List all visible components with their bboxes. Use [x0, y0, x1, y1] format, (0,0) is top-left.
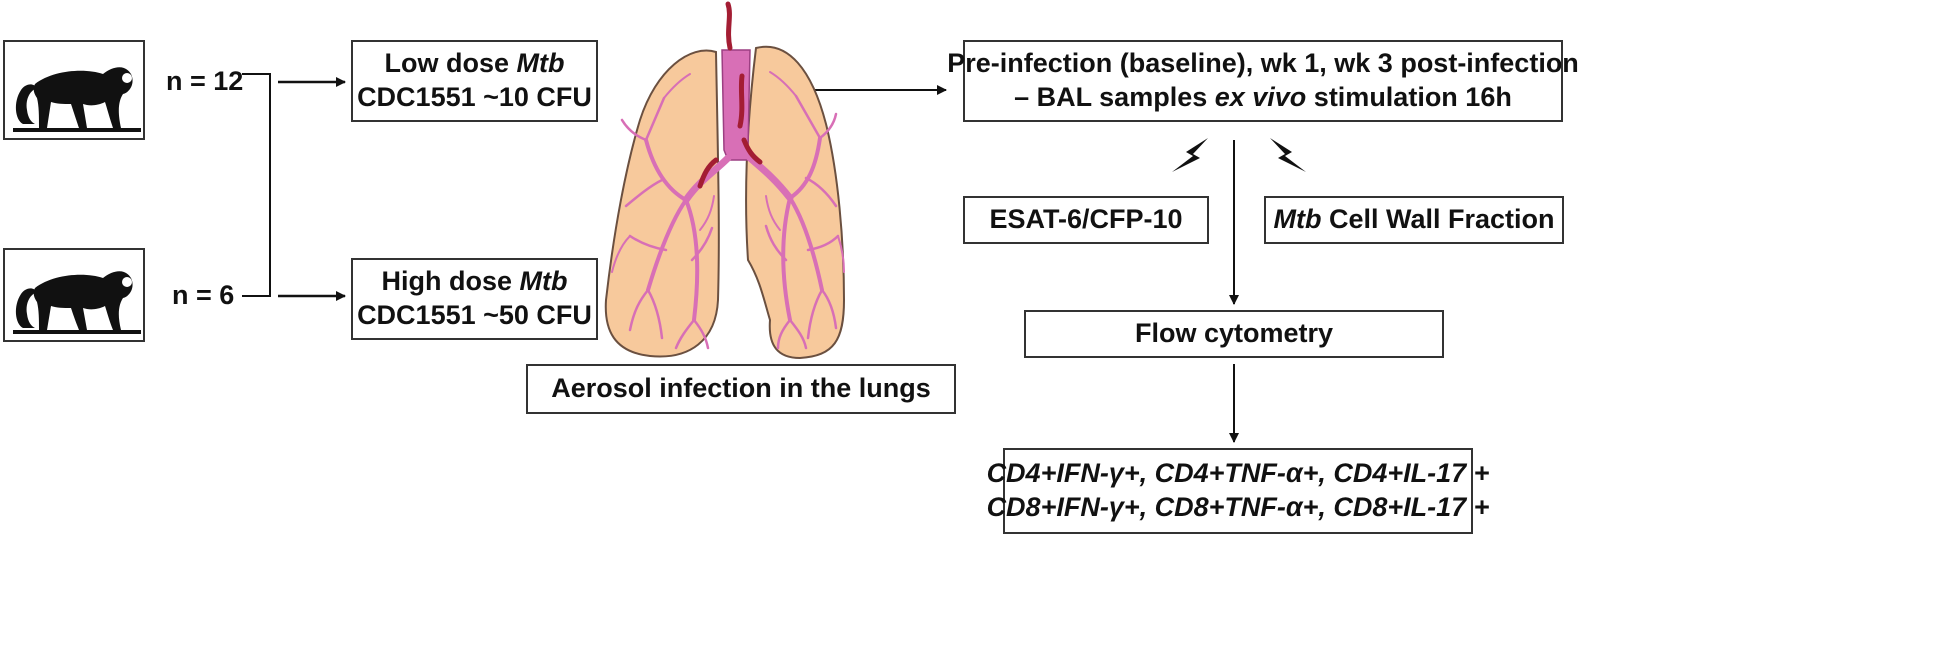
low-dose-group-size: n = 12 — [166, 66, 244, 96]
monkey-panel-low — [3, 40, 145, 140]
flow-cytometry-label: Flow cytometry — [1134, 318, 1334, 349]
high-dose-prefix: High dose — [381, 266, 520, 297]
timepoints-line2-pre: – BAL samples — [1014, 82, 1215, 112]
low-dose-detail: CDC1551 ~10 CFU — [357, 82, 592, 112]
lungs-caption-box: Aerosol infection in the lungs — [526, 364, 956, 414]
timepoints-line2-post: stimulation 16h — [1306, 82, 1512, 112]
lightning-bolt-icon — [1270, 138, 1306, 172]
low-dose-box: Low dose Mtb CDC1551 ~10 CFU — [351, 40, 598, 122]
high-dose-box: High dose Mtb CDC1551 ~50 CFU — [351, 258, 598, 340]
stimulus-cell-wall-box: Mtb Cell Wall Fraction — [1264, 196, 1564, 244]
readouts-box: CD4+IFN-γ+, CD4+TNF-α+, CD4+IL-17 + CD8+… — [987, 448, 1489, 534]
monkey-panel-high — [3, 248, 145, 342]
timepoints-box: Pre-infection (baseline), wk 1, wk 3 pos… — [947, 40, 1579, 122]
lightning-bolt-icon — [1172, 138, 1208, 172]
group-bracket — [242, 73, 271, 297]
lungs-caption: Aerosol infection in the lungs — [551, 373, 931, 404]
high-dose-detail: CDC1551 ~50 CFU — [357, 300, 592, 330]
readouts-line2: CD8+IFN-γ+, CD8+TNF-α+, CD8+IL-17 + — [986, 492, 1490, 522]
timepoints-line2-italic: ex vivo — [1214, 82, 1307, 112]
lungs-illustration — [604, 1, 846, 360]
stimulus-esat6-box: ESAT-6/CFP-10 — [963, 196, 1209, 244]
stimulus-esat6-label: ESAT-6/CFP-10 — [989, 204, 1183, 235]
stimulus-cell-wall-rest: Cell Wall Fraction — [1321, 204, 1555, 235]
low-dose-strain: Mtb — [516, 48, 565, 79]
flow-cytometry-box: Flow cytometry — [1024, 310, 1444, 358]
stimulus-cell-wall-italic: Mtb — [1273, 204, 1322, 235]
monkey-silhouette-icon — [13, 271, 141, 334]
low-dose-prefix: Low dose — [384, 48, 517, 79]
readouts-line1: CD4+IFN-γ+, CD4+TNF-α+, CD4+IL-17 + — [986, 458, 1490, 489]
timepoints-line1: Pre-infection (baseline), wk 1, wk 3 pos… — [947, 48, 1579, 79]
high-dose-group-size: n = 6 — [172, 280, 235, 310]
high-dose-strain: Mtb — [519, 266, 568, 297]
monkey-silhouette-icon — [13, 67, 141, 132]
